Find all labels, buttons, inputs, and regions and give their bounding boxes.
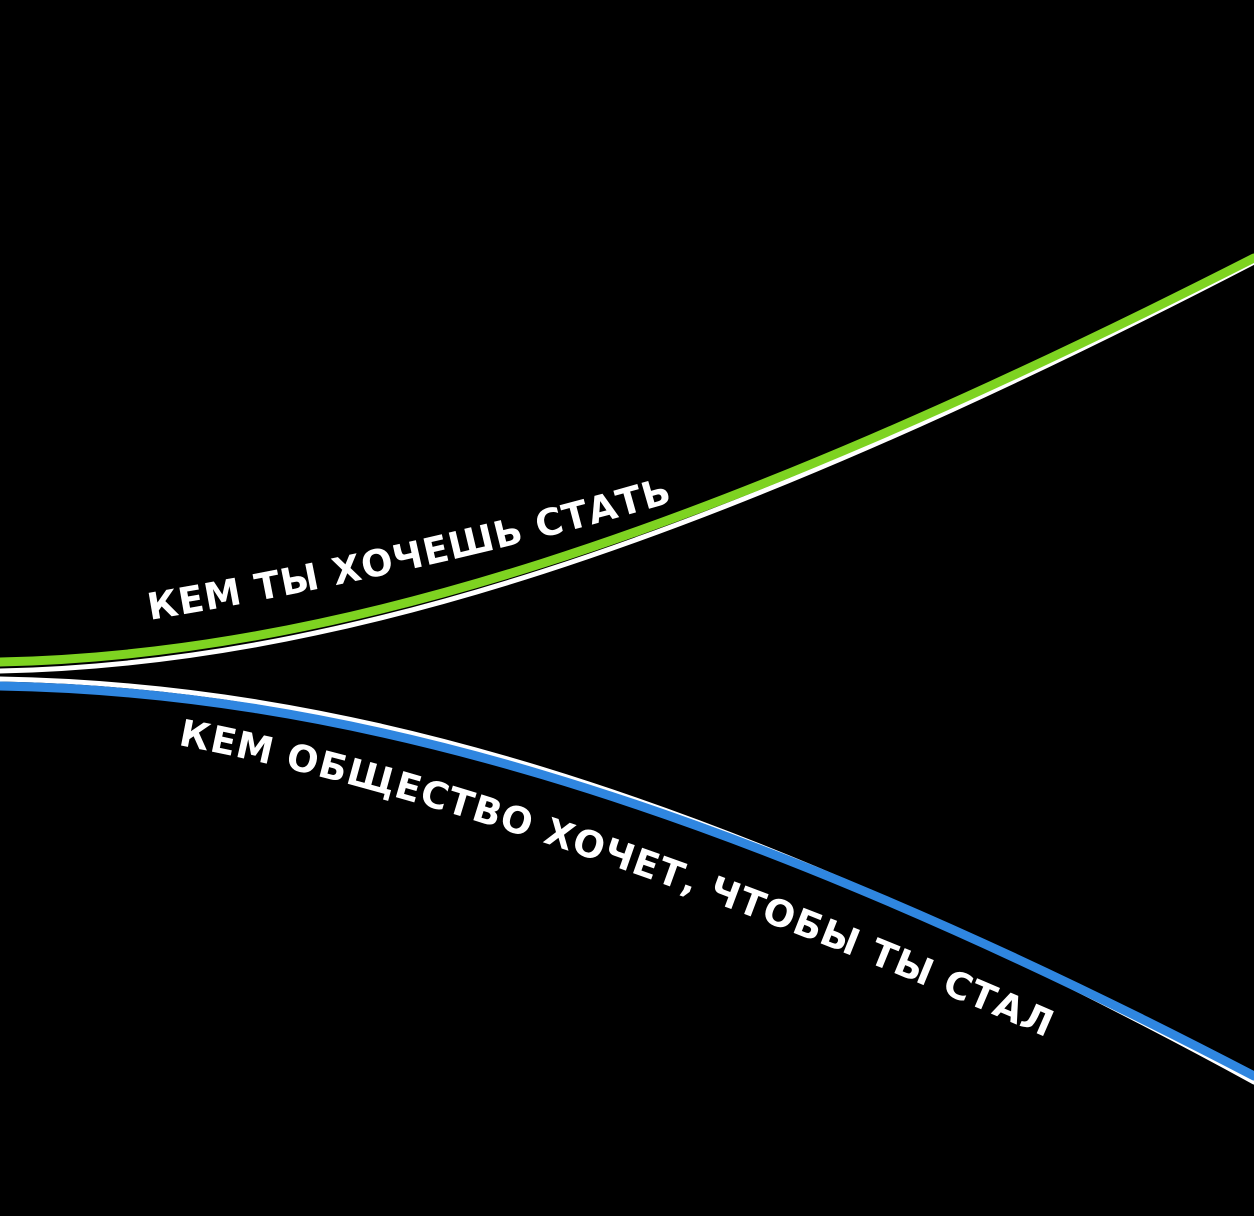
society-line [0,681,1254,1081]
desire-line-highlight [0,259,1254,674]
desire-line [0,253,1254,667]
